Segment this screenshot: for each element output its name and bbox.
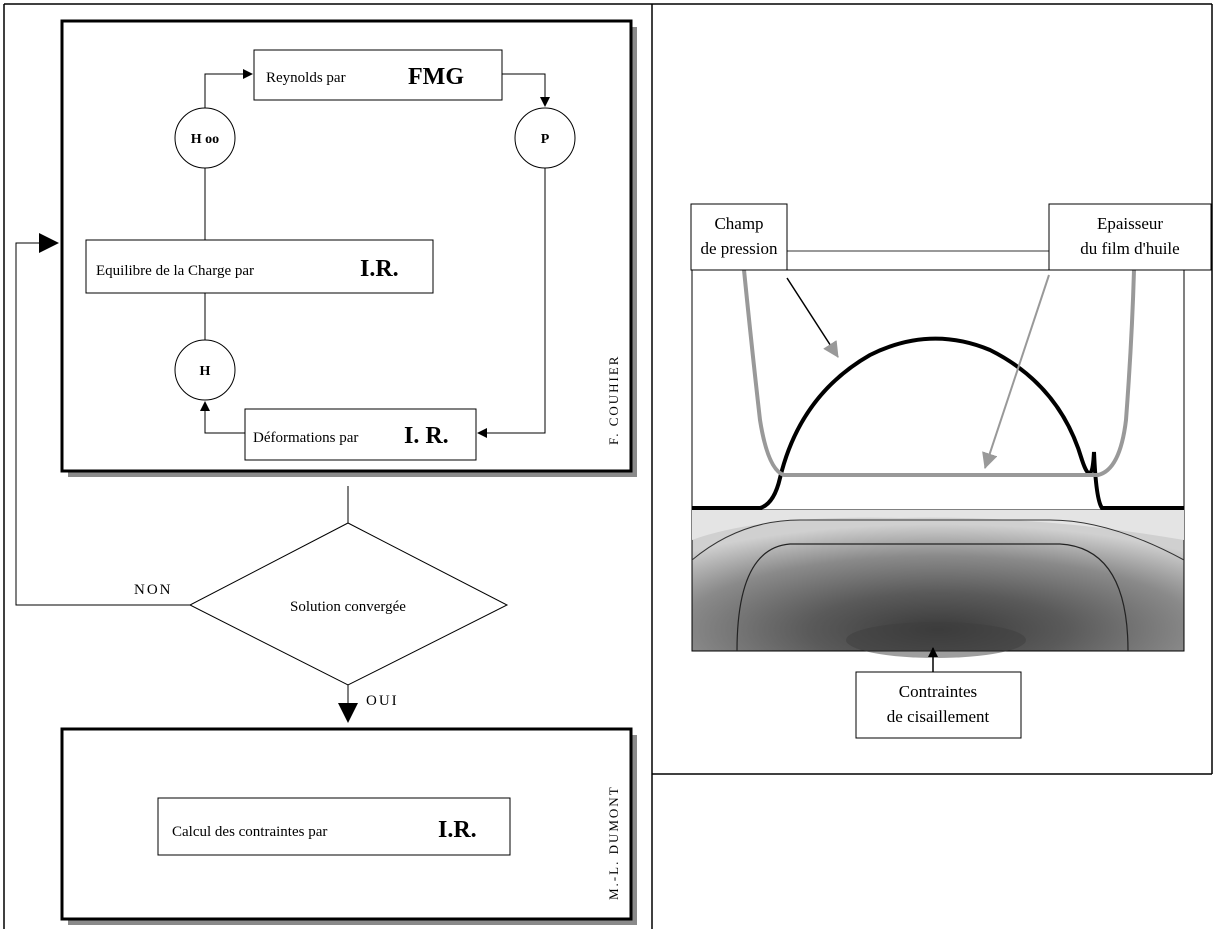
reynolds-label: Reynolds par (266, 70, 346, 86)
load-balance-method: I.R. (360, 256, 399, 282)
pressure-arrow (786, 277, 839, 358)
reynolds-box: Reynolds par FMG (253, 49, 503, 101)
pressure-curve (692, 336, 1184, 510)
film-label: Epaisseur du film d'huile (1048, 203, 1212, 271)
stress-calc-label: Calcul des contraintes par (172, 824, 327, 840)
film-thickness-curve (742, 269, 1136, 477)
arrow-to-deformations (477, 168, 546, 438)
decision-label: Solution convergée (290, 599, 406, 615)
stress-calc-box: Calcul des contraintes par I.R. (157, 797, 511, 856)
shear-label-line1: Contraintes (899, 682, 977, 701)
contact-figure: Champ de pression Epaisseur du film d'hu… (690, 203, 1212, 739)
arrow-to-pressure (502, 73, 550, 107)
shear-stress-map (691, 509, 1185, 658)
shear-label: Contraintes de cisaillement (855, 671, 1022, 739)
no-label: NON (134, 582, 173, 598)
no-branch: NON (15, 233, 190, 606)
pressure-label: Champ de pression (690, 203, 788, 271)
loop-connectors (200, 69, 550, 438)
load-balance-box: Equilibre de la Charge par I.R. (85, 239, 434, 294)
arrow-to-reynolds (204, 69, 253, 108)
yes-label: OUI (366, 693, 399, 709)
pressure-label-line1: Champ (714, 214, 763, 233)
deformations-method: I. R. (404, 423, 449, 449)
h00-node: H oo (174, 107, 236, 169)
shear-label-line2: de cisaillement (887, 707, 990, 726)
page-frame (3, 3, 1213, 929)
film-label-line1: Epaisseur (1097, 214, 1163, 233)
deformations-box: Déformations par I. R. (244, 408, 477, 461)
decision-diamond: Solution convergée (188, 522, 509, 686)
film-arrow (982, 274, 1050, 469)
stress-calc-method: I.R. (438, 817, 477, 843)
yes-branch: OUI (338, 685, 399, 723)
reynolds-method: FMG (408, 64, 464, 90)
author-top: F. COUHIER (606, 355, 621, 445)
arrow-to-h (200, 401, 245, 434)
flowchart: Reynolds par FMG H oo P Equilibre de la … (15, 19, 637, 925)
author-bottom: M.-L. DUMONT (606, 785, 621, 900)
pressure-node-label: P (541, 132, 550, 147)
h-node: H (174, 339, 236, 401)
pressure-node: P (514, 107, 576, 169)
h-node-label: H (200, 364, 211, 379)
load-balance-label: Equilibre de la Charge par (96, 263, 254, 279)
h00-label: H oo (191, 132, 219, 147)
deformations-label: Déformations par (253, 430, 358, 446)
pressure-label-line2: de pression (701, 239, 778, 258)
film-label-line2: du film d'huile (1080, 239, 1179, 258)
profile-frame (691, 269, 1185, 511)
